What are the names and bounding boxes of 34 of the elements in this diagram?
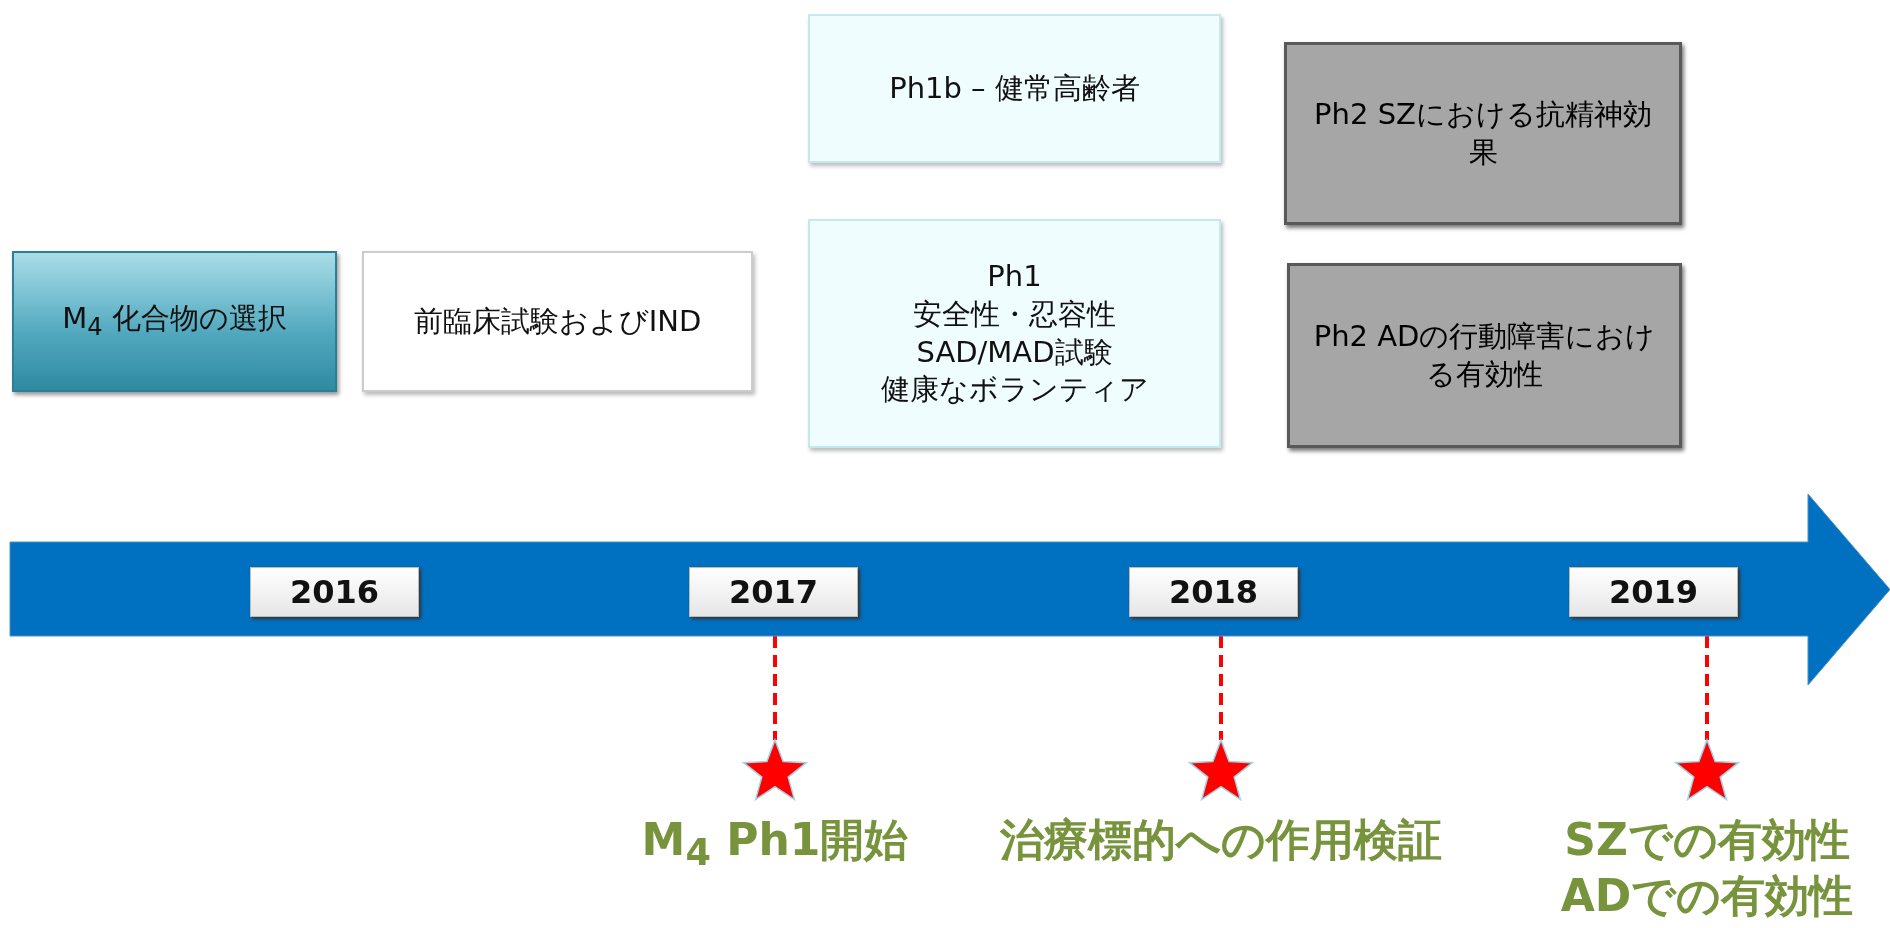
star-marker [1674,740,1740,802]
process-box [1287,263,1682,448]
dashed-connector [1219,636,1223,740]
process-box [808,219,1221,448]
dashed-connector [773,636,777,740]
year-label-box [689,567,858,617]
process-box [1284,42,1682,225]
process-box [362,251,753,392]
star-marker [1188,740,1254,802]
process-box [808,14,1221,163]
timeline-arrow [10,494,1890,685]
box-text: SAD/MAD試験 [916,333,1113,371]
year-label: 2018 [1168,573,1259,611]
box-text: Ph2 SZにおける抗精神効果 [1313,95,1653,171]
box-text: Ph2 ADの行動障害における有効性 [1312,317,1657,393]
year-label-box [1129,567,1298,617]
year-label-box [1569,567,1738,617]
dashed-connector [1705,636,1709,740]
box-text: 健康なボランティア [880,371,1149,409]
year-label-box [250,567,419,617]
milestone-label: M$_{4}$ Ph1開始 [641,813,909,876]
box-text: Ph1b – 健常高齢者 [889,69,1140,107]
milestone-label: 治療標的への作用検証 [1000,813,1442,867]
year-label: 2017 [728,573,819,611]
box-text: 安全性・忍容性 [913,295,1116,333]
process-box [12,251,337,392]
box-text: M$_{4}$ 化合物の選択 [62,299,287,343]
box-text: 前臨床試験およびIND [413,302,702,340]
year-label: 2019 [1608,573,1699,611]
box-text: Ph1 [987,258,1042,296]
year-label: 2016 [289,573,380,611]
milestone-label: SZでの有効性 [1564,813,1850,867]
milestone-label: ADでの有効性 [1560,869,1854,923]
star-marker [742,740,808,802]
